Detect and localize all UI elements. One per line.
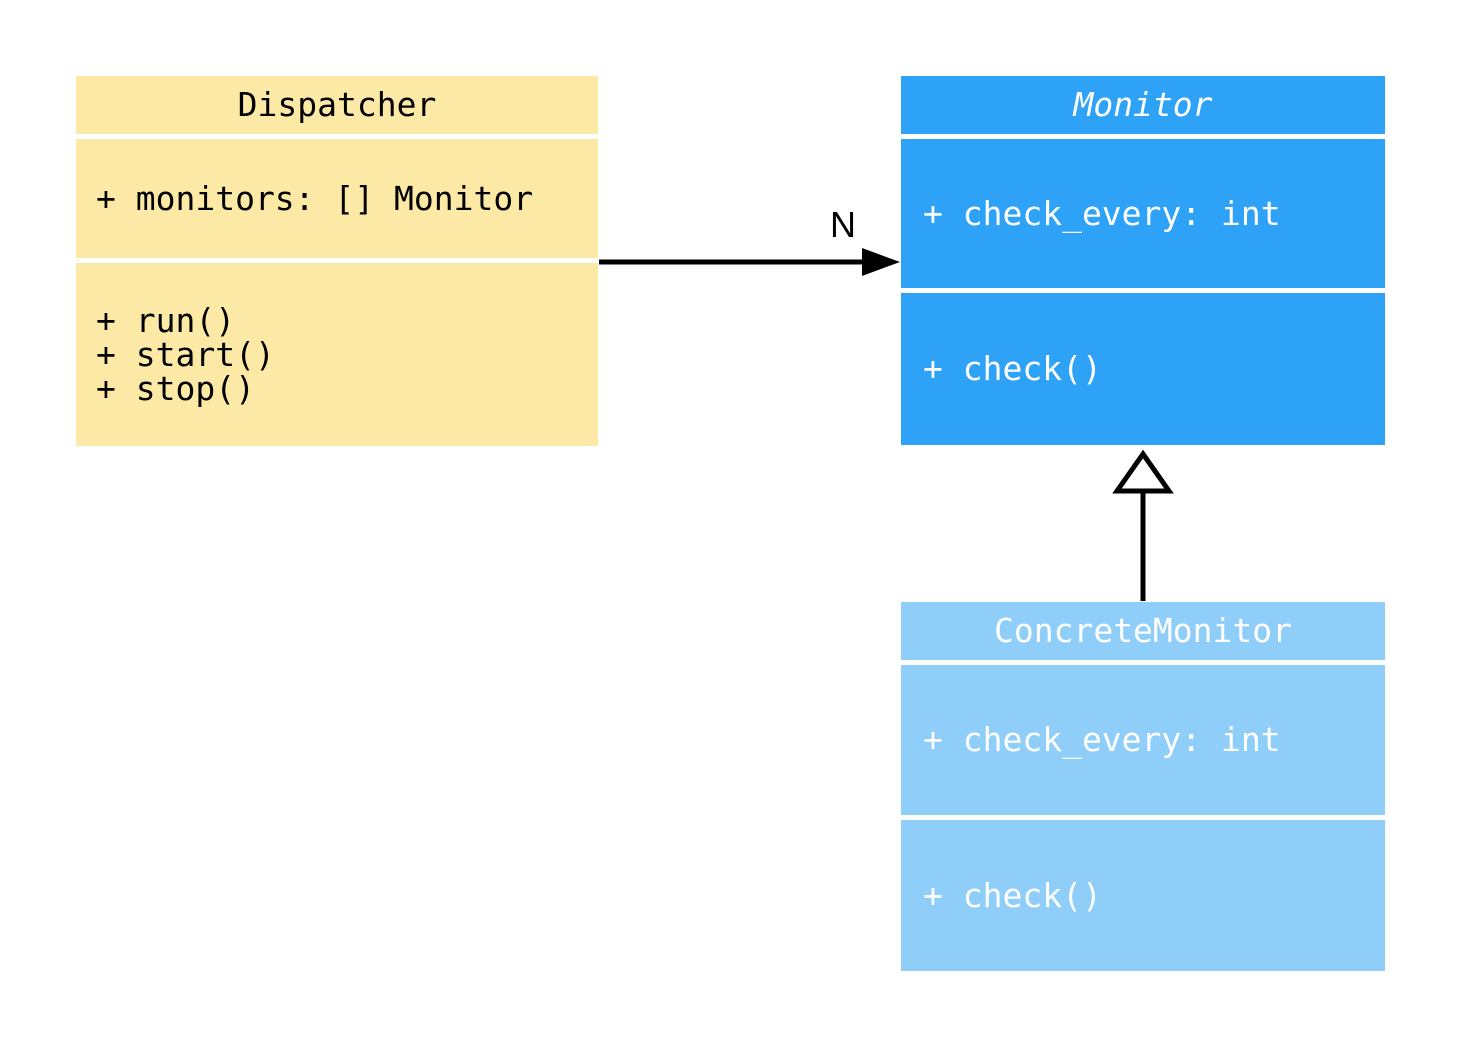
- class-title-dispatcher: Dispatcher: [76, 76, 598, 134]
- association-arrowhead-icon: [862, 248, 900, 276]
- attribute-line: + monitors: [] Monitor: [96, 178, 534, 218]
- method-line: + start(): [96, 334, 275, 374]
- inheritance-triangle-icon: [1112, 449, 1174, 494]
- association-multiplicity-label: N: [830, 204, 856, 245]
- class-box-dispatcher: Dispatcher + monitors: [] Monitor + run(…: [76, 76, 598, 446]
- method-line: + run(): [96, 300, 236, 340]
- class-attributes-monitor: + check_every: int: [901, 139, 1385, 288]
- method-line: + check(): [923, 875, 1102, 915]
- class-attributes-concrete-monitor: + check_every: int: [901, 665, 1385, 815]
- attribute-line: + check_every: int: [923, 193, 1281, 233]
- class-title-monitor: Monitor: [901, 76, 1385, 134]
- class-methods-concrete-monitor: + check(): [901, 820, 1385, 971]
- inheritance-arrow-concretemonitor-monitor: [1112, 449, 1174, 601]
- association-arrow-dispatcher-monitor: [599, 248, 900, 276]
- class-attributes-dispatcher: + monitors: [] Monitor: [76, 139, 598, 258]
- class-methods-dispatcher: + run() + start() + stop(): [76, 263, 598, 446]
- class-box-concrete-monitor: ConcreteMonitor + check_every: int + che…: [901, 602, 1385, 971]
- method-line: + check(): [923, 349, 1102, 388]
- attribute-line: + check_every: int: [923, 720, 1281, 759]
- class-title-concrete-monitor: ConcreteMonitor: [901, 602, 1385, 660]
- method-line: + stop(): [96, 368, 255, 408]
- class-methods-monitor: + check(): [901, 293, 1385, 445]
- class-box-monitor: Monitor + check_every: int + check(): [901, 76, 1385, 445]
